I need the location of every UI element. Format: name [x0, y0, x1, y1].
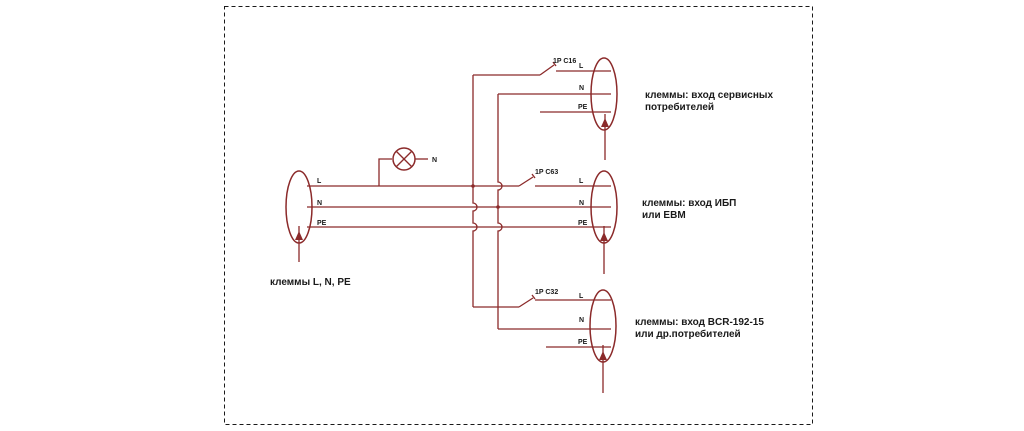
out2-caption-line-2: или EBM [642, 210, 686, 221]
input-terminal-block: L N PE клеммы L, N, PE [270, 170, 351, 288]
out3-wire-label-pe: PE [578, 339, 588, 346]
output-3: 1P C32 L N PE клеммы: вход BCR-192-15 ил… [473, 289, 764, 393]
output-2: 1P C63 L N PE клеммы: вход ИБП или EBM [518, 169, 736, 274]
out3-terminal-arrow [599, 351, 607, 360]
out1-caption-line-1: клеммы: вход сервисных [645, 90, 773, 101]
out2-wire-label-pe: PE [578, 220, 588, 227]
diagram-frame [224, 6, 813, 425]
out1-terminal-ellipse [590, 57, 618, 131]
input-terminal-arrow [295, 231, 303, 240]
riser-l [472, 75, 478, 307]
lamp-cross-2 [395, 150, 413, 168]
out2-wire-label-n: N [579, 200, 584, 207]
out1-caption-line-2: потребителей [645, 101, 714, 113]
vertical-risers [471, 75, 503, 329]
riser-n [497, 94, 503, 329]
out1-breaker-label: 1P C16 [553, 58, 576, 65]
out3-caption-line-1: клеммы: вход BCR-192-15 [635, 317, 764, 328]
out3-caption-line-2: или др.потребителей [635, 328, 741, 340]
out3-wire-label-n: N [579, 317, 584, 324]
out2-breaker-label: 1P C63 [535, 169, 558, 176]
out2-breaker-switch [518, 176, 534, 187]
lamp-feed-wire [378, 158, 392, 186]
out1-wire-label-pe: PE [578, 104, 588, 111]
output-1: 1P C16 L N PE клеммы: вход сервисных пот… [473, 57, 773, 160]
out1-wire-label-n: N [579, 85, 584, 92]
lamp-neutral-label: N [432, 157, 437, 164]
input-wire-label-pe: PE [317, 220, 327, 227]
input-terminal-caption: клеммы L, N, PE [270, 277, 351, 288]
junction-l [471, 184, 475, 188]
out2-breaker-contact [531, 173, 536, 179]
input-wire-label-l: L [317, 178, 322, 185]
out1-breaker-contact [552, 61, 557, 67]
input-wire-label-n: N [317, 200, 322, 207]
out2-terminal-arrow [600, 232, 608, 241]
out2-wire-label-l: L [579, 178, 584, 185]
out1-terminal-arrow [601, 118, 609, 127]
out3-breaker-switch [518, 297, 534, 308]
out1-wire-label-l: L [579, 63, 584, 70]
out3-breaker-label: 1P C32 [535, 289, 558, 296]
main-buses [307, 185, 611, 228]
indicator-lamp: N [378, 147, 437, 186]
out3-wire-label-l: L [579, 293, 584, 300]
junction-n [496, 205, 500, 209]
out1-breaker-switch [539, 64, 555, 76]
out2-caption-line-1: клеммы: вход ИБП [642, 198, 736, 209]
out3-breaker-contact [531, 294, 536, 300]
